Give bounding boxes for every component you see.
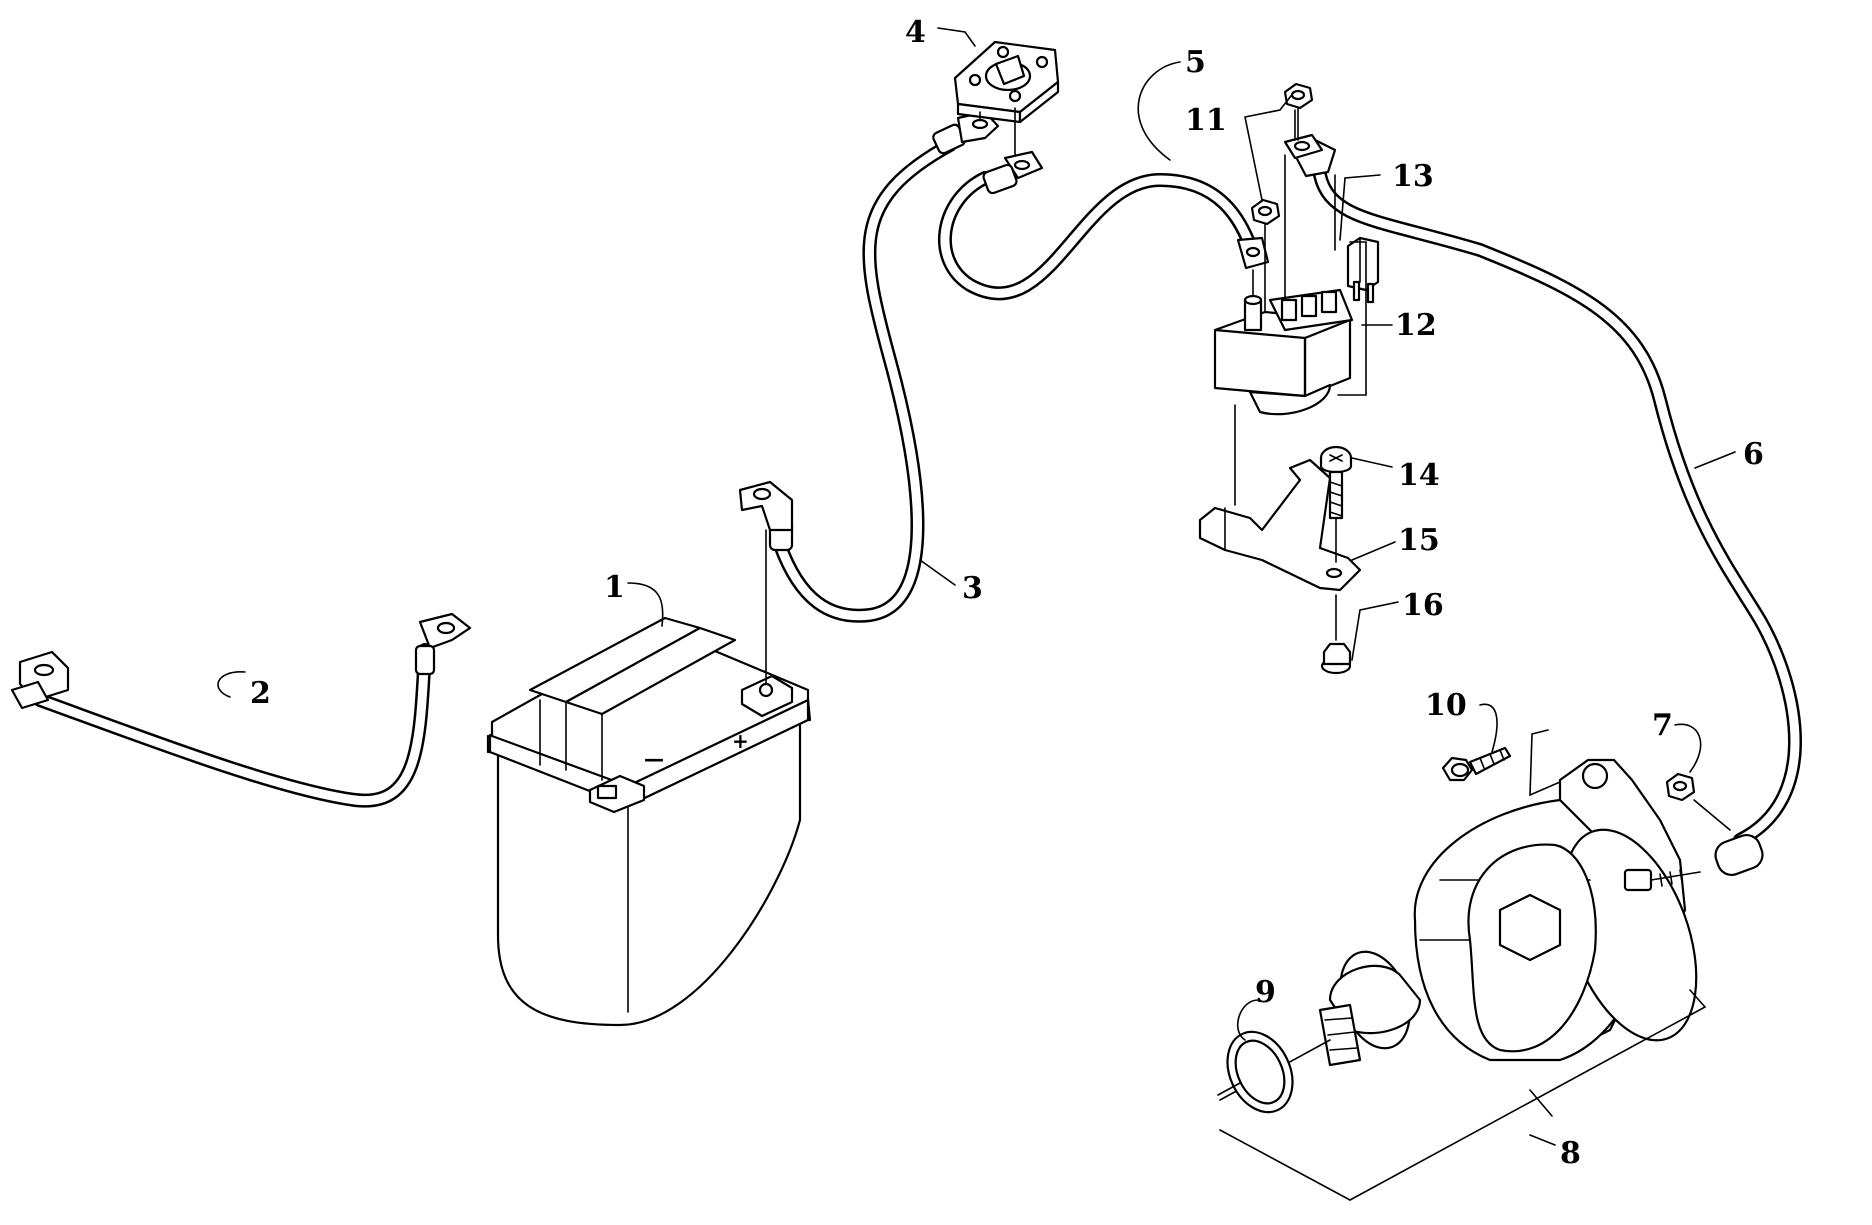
- circuit-breaker: [953, 40, 1060, 180]
- callout-1: 1: [604, 570, 625, 605]
- flange-nut: [1320, 594, 1352, 675]
- leader-lines: [217, 27, 1736, 1146]
- bracket-screw: [1319, 445, 1353, 563]
- callout-9: 9: [1255, 975, 1276, 1010]
- callout-11: 11: [1185, 103, 1227, 138]
- callout-6: 6: [1743, 437, 1764, 472]
- positive-battery-cable: [738, 110, 1000, 623]
- negative-terminal-symbol: —: [644, 747, 664, 771]
- callout-labels: 1 2 3 4 5 6 7 8 9 10 11 12 13 14 15 16: [250, 15, 1764, 1171]
- callout-10: 10: [1425, 688, 1467, 723]
- fuse: [1334, 174, 1380, 304]
- o-ring: [1217, 1030, 1294, 1114]
- callout-12: 12: [1395, 308, 1437, 343]
- callout-2: 2: [250, 676, 271, 711]
- starter-solenoid: [1213, 269, 1354, 416]
- callout-4: 4: [905, 15, 926, 50]
- callout-13: 13: [1392, 159, 1434, 194]
- callout-8: 8: [1560, 1136, 1581, 1171]
- terminal-nut: [1665, 772, 1731, 831]
- solenoid-starter-cable: [1283, 109, 1802, 876]
- solenoid-nuts: [1250, 82, 1314, 321]
- callout-3: 3: [962, 571, 983, 606]
- negative-battery-cable: [10, 612, 472, 808]
- group-brackets: [1219, 241, 1707, 1201]
- breaker-solenoid-cable: [938, 163, 1270, 301]
- starter-mounting-bolt: [1441, 729, 1561, 797]
- callout-16: 16: [1402, 588, 1444, 623]
- battery: + —: [486, 529, 812, 1027]
- starter-motor: [1219, 758, 1701, 1101]
- solenoid-bracket: [1198, 404, 1362, 592]
- callout-5: 5: [1185, 45, 1206, 80]
- callout-7: 7: [1652, 708, 1673, 743]
- callout-15: 15: [1398, 523, 1440, 558]
- callout-14: 14: [1398, 458, 1440, 493]
- positive-terminal-symbol: +: [732, 729, 749, 753]
